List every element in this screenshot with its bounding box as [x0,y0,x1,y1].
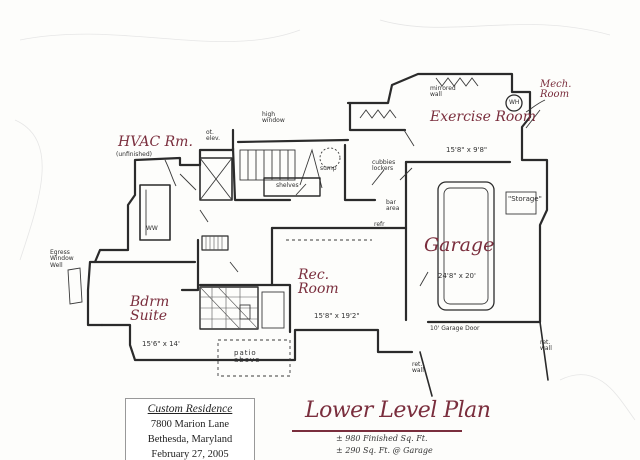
shelves-note: shelves [276,182,299,189]
retaining-wall-bottom [419,351,433,397]
ww-note: WW [146,225,158,232]
title-date: February 27, 2005 [151,449,229,460]
elev-note: ot. elev. [206,129,221,143]
background-sketch [14,19,636,421]
vanity [201,235,229,251]
title-project: Custom Residence [147,403,233,415]
mirrored-wall-note: mirrored wall [430,85,456,99]
exercise-zigzag [359,77,479,119]
title-block: Custom Residence 7800 Marion Lane Bethes… [125,398,255,460]
cubbies-note: cubbies lockers [372,159,396,173]
exercise-dimension: 15'8" x 9'8" [446,146,488,154]
storage-note: "Storage" [508,195,542,203]
rec-dimension: 15'8" x 19'2" [314,312,360,320]
sump-pit [319,147,341,169]
bath-tile [199,286,285,330]
room-label-bdrm: Bdrm Suite [130,294,170,324]
plan-title: Lower Level Plan [305,398,491,423]
bar-area-note: bar area [386,199,400,213]
garage-dimension: 24'8" x 20' [438,272,476,280]
sump-note: sump [320,165,337,172]
high-window-note: high window [262,111,285,125]
wh-note: WH [509,99,520,106]
ret-wall-note-bottom: ret. wall [412,361,424,375]
garage-car [437,181,495,311]
egress-window-well [67,267,83,305]
room-label-mech: Mech. Room [540,79,572,100]
water-heater [505,94,523,112]
hvac-room-walls [139,157,233,241]
bdrm-dimension: 15'6" x 14' [142,340,180,348]
mech-leader [525,99,546,113]
hvac-note: (unfinished) [116,151,152,158]
retaining-wall-right [539,321,549,381]
title-address: 7800 Marion Lane [150,419,230,430]
storage-box [505,191,537,215]
garage-door-note: 10' Garage Door [430,325,480,332]
plan-title-underline [292,430,462,432]
shelves-box [263,177,321,197]
patio-outline [217,339,291,377]
hvac-leader [164,159,177,187]
ret-wall-note-right: ret. wall [540,339,552,353]
door-swings [179,109,541,287]
refr-note: refr [374,221,385,228]
garage-area: ± 290 Sq. Ft. @ Garage [336,446,433,455]
stairs [239,148,323,189]
finished-area: ± 980 Finished Sq. Ft. [336,434,428,443]
patio-note: patio above [234,349,261,365]
room-label-garage: Garage [424,234,495,256]
egress-note: Egress Window Well [50,249,74,269]
room-label-hvac: HVAC Rm. [118,134,193,150]
room-label-exercise: Exercise Room [430,109,537,125]
room-label-rec: Rec. Room [298,267,339,297]
title-city: Bethesda, Maryland [147,434,233,445]
